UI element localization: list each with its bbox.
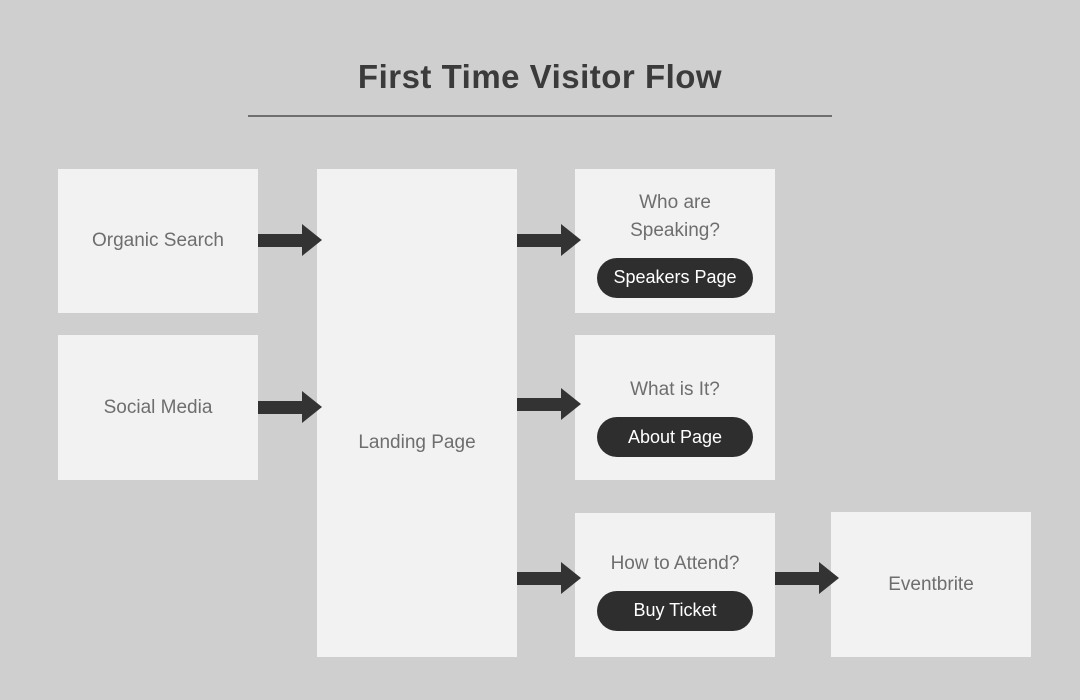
arrow-head-icon xyxy=(561,562,581,594)
title-divider xyxy=(248,115,832,117)
node-landing-page: Landing Page xyxy=(317,169,517,657)
node-who-are-speaking-question: Who are Speaking? xyxy=(630,191,720,241)
node-social-media-label: Social Media xyxy=(103,396,213,418)
arrow-landing-page-to-what-is-it xyxy=(517,388,581,420)
node-who-are-speaking: Who are Speaking? Speakers Page xyxy=(575,169,775,313)
arrow-landing-page-to-who-are-speaking xyxy=(517,224,581,256)
speakers-page-button[interactable]: Speakers Page xyxy=(597,257,753,298)
arrow-shaft xyxy=(517,233,562,247)
node-how-to-attend: How to Attend? Buy Ticket xyxy=(575,513,775,657)
arrow-shaft xyxy=(517,571,562,585)
node-what-is-it: What is It? About Page xyxy=(575,335,775,480)
node-how-to-attend-question: How to Attend? xyxy=(610,552,740,574)
arrow-landing-page-to-how-to-attend xyxy=(517,562,581,594)
node-social-media: Social Media xyxy=(58,335,258,480)
node-organic-search: Organic Search xyxy=(58,169,258,313)
page-title: First Time Visitor Flow xyxy=(357,58,723,95)
node-landing-page-label: Landing Page xyxy=(358,432,476,453)
arrow-shaft xyxy=(258,400,303,414)
arrow-head-icon xyxy=(302,224,322,256)
node-what-is-it-question: What is It? xyxy=(630,379,720,400)
buy-ticket-button[interactable]: Buy Ticket xyxy=(597,590,753,631)
arrow-head-icon xyxy=(819,562,839,594)
arrow-head-icon xyxy=(561,224,581,256)
arrow-organic-search-to-landing-page xyxy=(258,224,322,256)
arrow-shaft xyxy=(517,397,562,411)
arrow-head-icon xyxy=(302,391,322,423)
arrow-head-icon xyxy=(561,388,581,420)
arrow-shaft xyxy=(258,233,303,247)
node-eventbrite-label: Eventbrite xyxy=(888,573,974,595)
about-page-button[interactable]: About Page xyxy=(597,417,753,457)
node-organic-search-label: Organic Search xyxy=(91,230,224,251)
arrow-how-to-attend-to-eventbrite xyxy=(775,562,839,594)
arrow-social-media-to-landing-page xyxy=(258,391,322,423)
node-eventbrite: Eventbrite xyxy=(831,512,1031,657)
arrow-shaft xyxy=(775,571,820,585)
